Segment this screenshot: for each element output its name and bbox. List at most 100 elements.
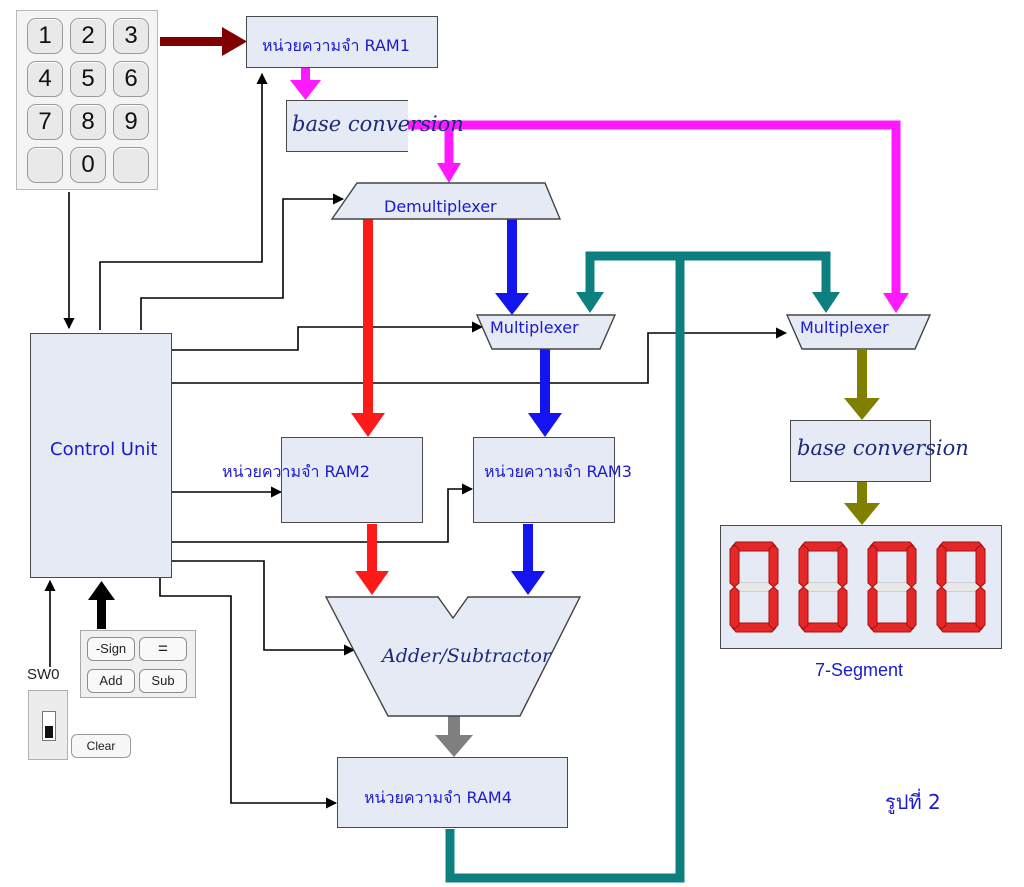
digit-1-segment-b (768, 544, 779, 588)
wire-feedback-to-mux-right-head (812, 292, 840, 313)
numeric-keypad: 1 2 3 4 5 6 7 8 9 0 (16, 10, 158, 190)
seven-segment-digits (729, 541, 986, 633)
base-conversion-right-block (790, 420, 931, 482)
control-lines (44, 72, 788, 809)
ram1-label: หน่วยความจำ RAM1 (262, 36, 410, 55)
wire-base-conversion-to-display-head (844, 503, 880, 525)
control-unit-block (30, 333, 172, 578)
key-2[interactable]: 2 (70, 18, 106, 54)
digit-1-segment-f (729, 544, 740, 588)
control-unit-label: Control Unit (50, 439, 158, 460)
wire-mux-right-to-base-conversion (857, 350, 867, 400)
sign-button[interactable]: -Sign (87, 637, 135, 661)
wire-cu-to-ram3 (172, 483, 474, 543)
digit-2-segment-c (837, 586, 848, 630)
ram2-label: หน่วยความจำ RAM2 (222, 462, 370, 481)
base-conversion-right-label: base conversion (797, 436, 969, 460)
ram3-block (473, 437, 615, 523)
wire-ram3-to-adder-head (511, 571, 545, 595)
key-1[interactable]: 1 (27, 18, 63, 54)
ram4-label: หน่วยความจำ RAM4 (364, 788, 512, 807)
adder-subtractor-block (324, 596, 582, 717)
digit-3-segment-f (867, 544, 878, 588)
multiplexer-right-block (785, 314, 932, 350)
key-blank-right[interactable] (113, 147, 149, 183)
wire-feedback-to-mux-mid-head (576, 292, 604, 313)
digit-3-segment-c (906, 586, 917, 630)
key-7[interactable]: 7 (27, 104, 63, 140)
key-4[interactable]: 4 (27, 61, 63, 97)
wire-ram2-to-adder (367, 524, 377, 574)
wire-mux-to-ram3 (540, 348, 550, 416)
demultiplexer-block (330, 182, 562, 220)
key-6[interactable]: 6 (113, 61, 149, 97)
wire-base-conversion-to-demux-and-mux (404, 120, 901, 296)
multiplexer-mid-block (475, 314, 617, 350)
sw0-switch[interactable] (28, 690, 68, 760)
wire-pink-to-mux-right-head (883, 293, 909, 313)
wire-cu-to-mux-right (172, 327, 788, 384)
digit-2-segment-b (837, 544, 848, 588)
key-blank-left[interactable] (27, 147, 63, 183)
wire-ram3-to-adder (523, 524, 533, 574)
figure-caption: รูปที่ 2 (885, 790, 941, 814)
digit-1-segment-e (729, 586, 740, 630)
wire-buttons-to-cu-head (88, 581, 115, 600)
key-9[interactable]: 9 (113, 104, 149, 140)
wire-ram4-feedback (445, 251, 831, 883)
switch-knob[interactable] (45, 726, 53, 738)
wire-adder-to-ram4-head (435, 735, 473, 757)
key-3[interactable]: 3 (113, 18, 149, 54)
digit-4-segment-e (936, 586, 947, 630)
ram2-block (281, 437, 423, 523)
key-8[interactable]: 8 (70, 104, 106, 140)
wire-demux-to-mux-head (495, 293, 529, 315)
equals-button[interactable]: = (139, 637, 187, 661)
multiplexer-mid-label: Multiplexer (490, 318, 579, 337)
key-5[interactable]: 5 (70, 61, 106, 97)
wire-mux-to-ram3-head (528, 413, 562, 437)
wire-cu-to-adder (172, 560, 356, 656)
key-0[interactable]: 0 (70, 147, 106, 183)
wire-cu-to-mux-mid (172, 321, 484, 351)
add-button[interactable]: Add (87, 669, 135, 693)
wire-demux-to-ram2 (363, 216, 373, 416)
adder-subtractor-label: Adder/Subtractor (382, 645, 552, 667)
wire-ram1-to-base-conversion (301, 68, 310, 83)
seven-segment-label: 7-Segment (815, 660, 904, 680)
digit-1-segment-c (768, 586, 779, 630)
digit-2-segment-e (798, 586, 809, 630)
wire-pink-to-demux-head (437, 163, 461, 183)
digit-3-segment-b (906, 544, 917, 588)
ram3-label: หน่วยความจำ RAM3 (484, 462, 632, 481)
wire-cu-to-demux (140, 193, 345, 330)
wire-adder-to-ram4 (448, 716, 460, 738)
wire-base-conversion-to-display (857, 482, 867, 506)
wire-cu-to-ram1 (99, 72, 268, 330)
wire-keypad-to-ram1-head (222, 27, 247, 56)
wire-keypad-to-ram1 (160, 37, 225, 46)
wire-cu-to-ram4 (159, 578, 338, 809)
digit-2-segment-f (798, 544, 809, 588)
base-conversion-top-block (286, 100, 408, 152)
sub-button[interactable]: Sub (139, 669, 187, 693)
demultiplexer-label: Demultiplexer (384, 197, 497, 216)
wire-demux-to-mux-mid (507, 216, 517, 296)
digit-4-segment-f (936, 544, 947, 588)
wire-demux-to-ram2-head (351, 413, 385, 437)
digit-4-segment-b (975, 544, 986, 588)
wire-ram2-to-adder-head (355, 571, 389, 595)
multiplexer-right-label: Multiplexer (800, 318, 889, 337)
clear-button[interactable]: Clear (71, 734, 131, 758)
wire-buttons-to-control-unit (97, 598, 106, 629)
switch-label: SW0 (27, 666, 60, 683)
wire-mux-right-to-base-conversion-head (844, 398, 880, 420)
base-conversion-top-label: base conversion (292, 112, 464, 136)
switch-track (42, 711, 56, 741)
digit-4-segment-c (975, 586, 986, 630)
wire-ram1-to-base-conversion-head (290, 80, 321, 100)
operation-button-panel: -Sign = Add Sub (80, 630, 196, 698)
digit-3-segment-e (867, 586, 878, 630)
